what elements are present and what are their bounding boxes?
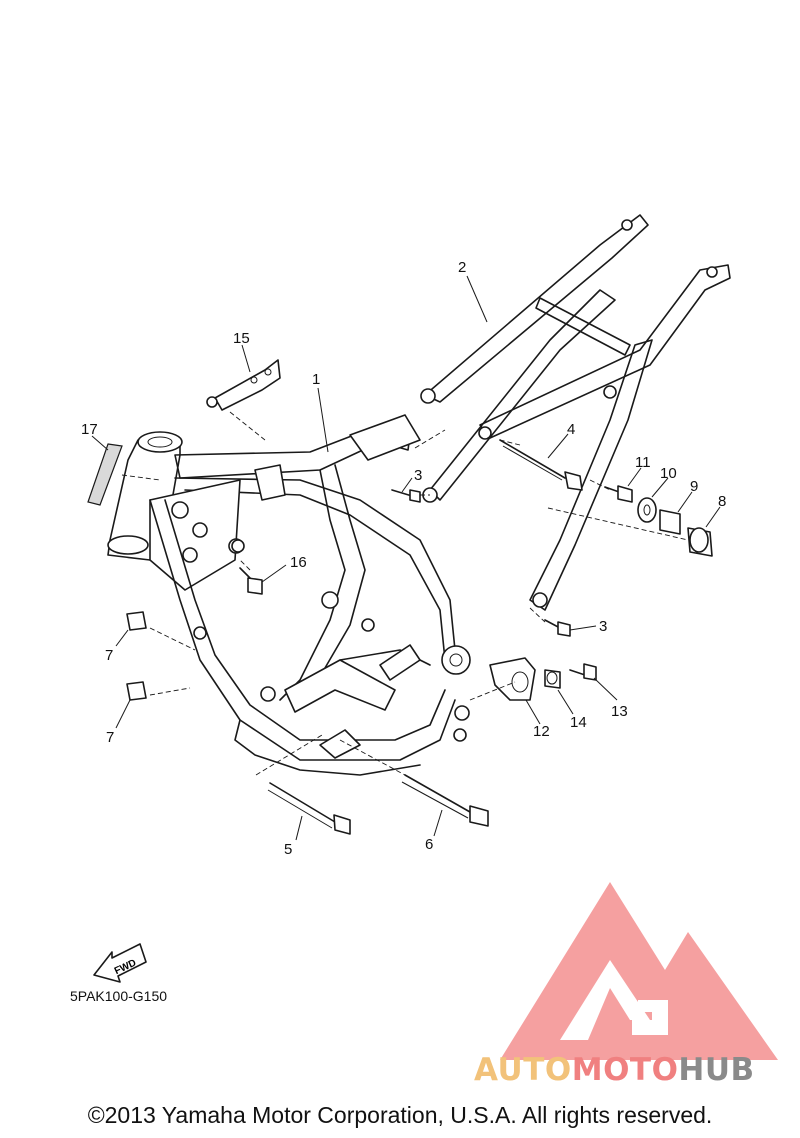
copyright-notice: ©2013 Yamaha Motor Corporation, U.S.A. A… xyxy=(87,1102,713,1128)
callout-8: 8 xyxy=(718,493,726,510)
bolt-4 xyxy=(499,439,583,491)
bolt-11 xyxy=(604,485,633,503)
callout-6: 6 xyxy=(425,836,433,853)
callout-15: 15 xyxy=(233,330,250,347)
fwd-arrow-icon: FWD xyxy=(93,943,147,983)
bolt-16 xyxy=(239,567,263,595)
callout-3-lower: 3 xyxy=(599,618,607,635)
collar-9 xyxy=(659,509,681,535)
rear-subframe xyxy=(420,214,731,611)
callout-4: 4 xyxy=(567,421,575,438)
callouts: 1 2 3 3 4 5 6 7 7 8 9 10 11 12 13 14 15 … xyxy=(81,259,726,858)
bolt-5 xyxy=(267,782,351,835)
brand-auto: AUTO xyxy=(474,1052,572,1088)
callout-11: 11 xyxy=(635,454,651,471)
bracket-12 xyxy=(489,657,536,701)
callout-10: 10 xyxy=(660,465,677,482)
diagram-code: 5PAK100-G150 xyxy=(70,988,168,1004)
callout-7-lower: 7 xyxy=(106,729,114,746)
main-frame xyxy=(107,414,471,776)
collar-14 xyxy=(544,669,561,689)
bolt-3-lower xyxy=(544,619,571,637)
callout-17: 17 xyxy=(81,421,98,438)
callout-16: 16 xyxy=(290,554,307,571)
callout-9: 9 xyxy=(690,478,698,495)
brand-hub: HUB xyxy=(678,1052,755,1088)
leader-lines xyxy=(91,275,721,841)
automotohub-logo-icon xyxy=(500,882,778,1060)
bolt-13 xyxy=(569,663,597,681)
callout-5: 5 xyxy=(284,841,292,858)
plate-17 xyxy=(87,443,123,506)
collar-8 xyxy=(687,527,713,557)
callout-13: 13 xyxy=(611,703,628,720)
callout-14: 14 xyxy=(570,714,587,731)
brand-wordmark: AUTOMOTOHUB xyxy=(474,1052,755,1088)
bracket-15 xyxy=(206,359,281,411)
nut-7-upper xyxy=(126,611,147,631)
washer-10 xyxy=(637,497,657,523)
assembly-lines xyxy=(121,411,689,776)
callout-12: 12 xyxy=(533,723,550,740)
callout-7-upper: 7 xyxy=(105,647,113,664)
callout-1: 1 xyxy=(312,371,320,388)
nut-7-lower xyxy=(126,681,147,701)
bolt-3-upper xyxy=(391,489,421,503)
callout-2: 2 xyxy=(458,259,466,276)
callout-3-upper: 3 xyxy=(414,467,422,484)
brand-moto: MOTO xyxy=(571,1052,679,1088)
bolt-6 xyxy=(401,774,489,827)
